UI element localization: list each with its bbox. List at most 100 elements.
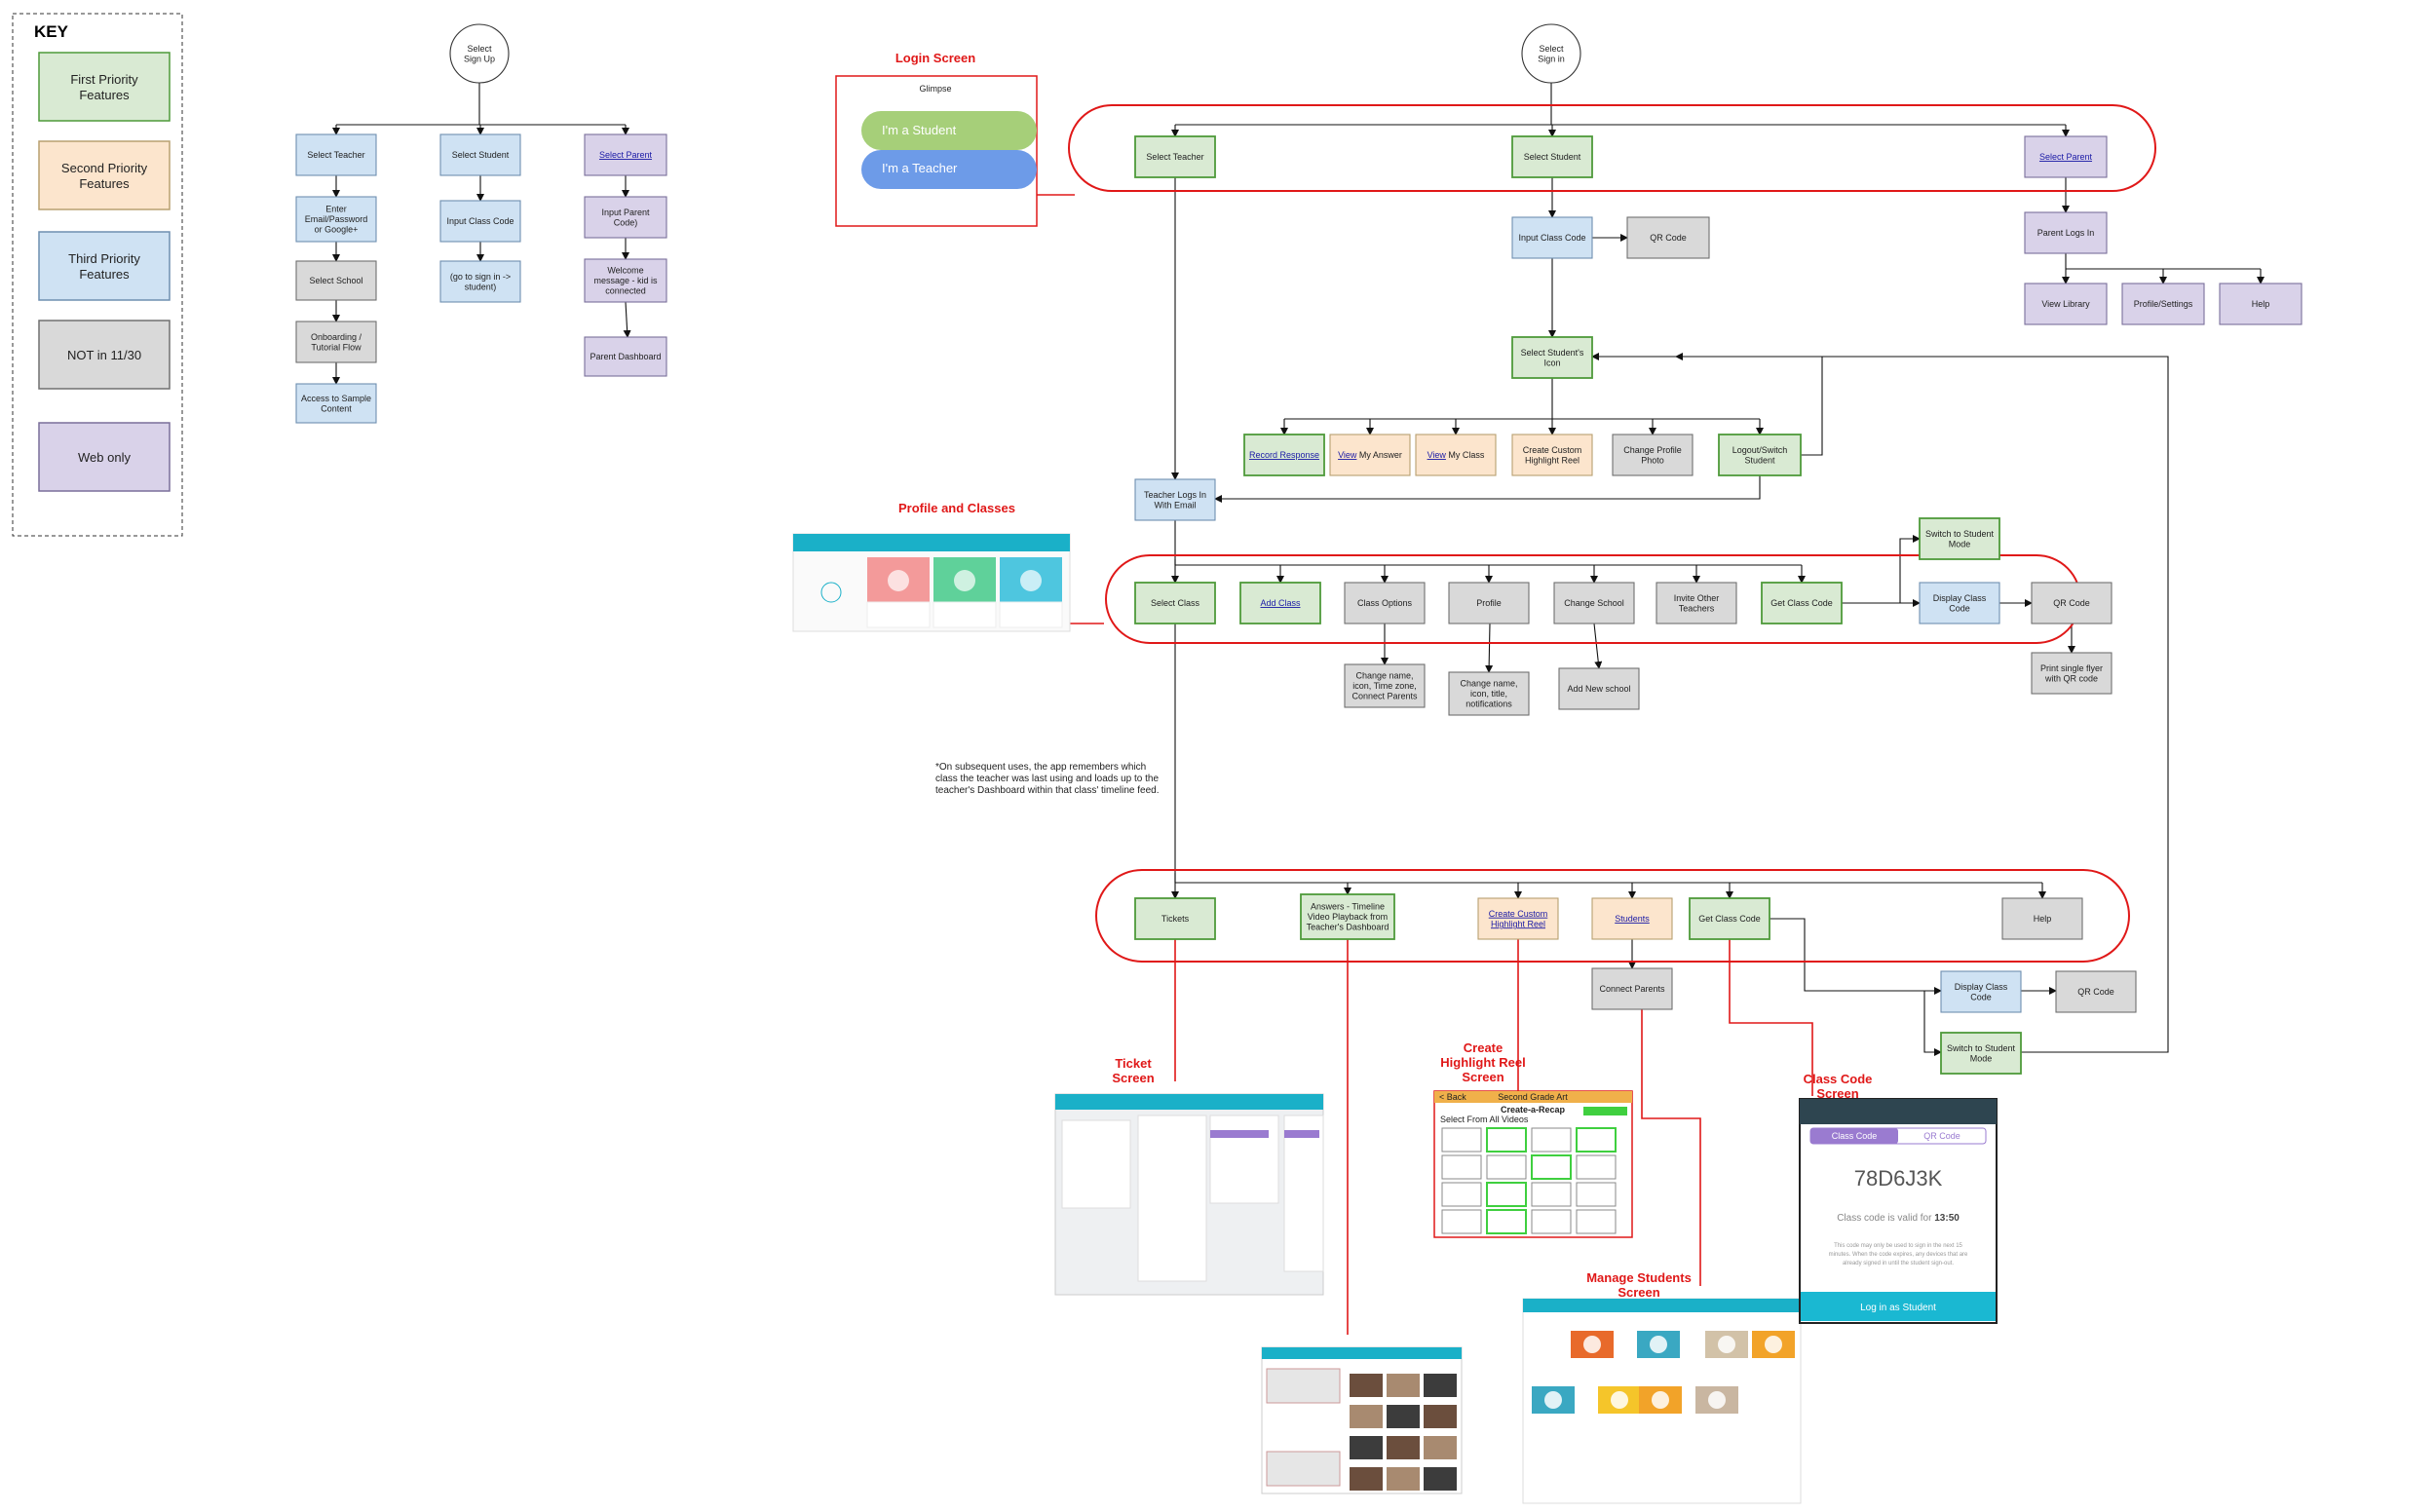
si-help[interactable]: Help	[2219, 283, 2303, 325]
si-select-parent[interactable]: Select Parent	[2024, 135, 2108, 178]
su-go-to-sign-in[interactable]: (go to sign in ->student)	[439, 260, 521, 303]
si-view-my-class[interactable]: View My Class	[1415, 434, 1497, 476]
su-parent-dashboard[interactable]: Parent Dashboard	[584, 336, 667, 377]
si-profile-settings-label: Profile/Settings	[2134, 299, 2193, 309]
si-input-class-code-label: Input Class Code	[1518, 233, 1585, 243]
teacher-logs-in-label: Teacher Logs In	[1144, 490, 1206, 500]
su-select-student[interactable]: Select Student	[439, 133, 521, 176]
add-class[interactable]: Add Class	[1239, 582, 1321, 624]
help-2[interactable]: Help	[2001, 897, 2083, 940]
get-class-code-1[interactable]: Get Class Code	[1761, 582, 1843, 624]
section-title-profile: Profile and Classes	[898, 501, 1015, 515]
teacher-logs-in-label: With Email	[1154, 500, 1196, 510]
si-parent-logs-in[interactable]: Parent Logs In	[2024, 211, 2108, 254]
su-input-parent-code-label: Input Parent	[601, 208, 650, 217]
profile[interactable]: Profile	[1448, 582, 1530, 624]
key-web-label: Web only	[78, 450, 131, 465]
ticket-screen-mock	[1054, 1093, 1324, 1296]
change-school[interactable]: Change School	[1553, 582, 1635, 624]
highlight-back[interactable]: < Back	[1439, 1092, 1466, 1102]
class-options[interactable]: Class Options	[1344, 582, 1426, 624]
answers-timeline-label: Teacher's Dashboard	[1307, 923, 1389, 932]
invite-other-teachers-label: Teachers	[1679, 603, 1715, 613]
students[interactable]: Students	[1591, 897, 1673, 940]
invite-other-teachers-label: Invite Other	[1674, 593, 1720, 603]
si-logout-switch-label: Logout/Switch	[1732, 445, 1788, 455]
su-onboarding[interactable]: Onboarding /Tutorial Flow	[295, 321, 377, 363]
key-third	[38, 231, 171, 301]
key-second-label: Features	[79, 176, 130, 191]
si-record-response[interactable]: Record Response	[1243, 434, 1325, 476]
change-name-icon[interactable]: Change name,icon, Time zone,Connect Pare…	[1344, 663, 1426, 708]
change-name-title[interactable]: Change name,icon, title,notifications	[1448, 671, 1530, 716]
si-view-my-class-label: View My Class	[1427, 450, 1485, 460]
key-web	[38, 422, 171, 492]
si-qr-code[interactable]: QR Code	[1626, 216, 1710, 259]
change-name-title-label: Change name,	[1460, 679, 1517, 689]
section-title-classcode: Screen	[1816, 1086, 1858, 1101]
add-new-school[interactable]: Add New school	[1558, 667, 1640, 710]
students-label: Students	[1615, 914, 1650, 924]
display-class-code-2-label: Display Class	[1955, 982, 2008, 992]
si-select-teacher[interactable]: Select Teacher	[1134, 135, 1216, 178]
connector-line-67	[1675, 353, 2169, 1053]
tickets[interactable]: Tickets	[1134, 897, 1216, 940]
su-input-class-code[interactable]: Input Class Code	[439, 200, 521, 243]
si-select-student[interactable]: Select Student	[1511, 135, 1593, 178]
connector-line-75	[1729, 939, 1813, 1096]
select-class[interactable]: Select Class	[1134, 582, 1216, 624]
si-input-class-code[interactable]: Input Class Code	[1511, 216, 1593, 259]
persistence-note: *On subsequent uses, the app remembers w…	[935, 762, 1146, 773]
section-oval-dashboard	[1095, 869, 2130, 963]
qr-code-3[interactable]: QR Code	[2055, 970, 2137, 1013]
connect-parents[interactable]: Connect Parents	[1591, 967, 1673, 1010]
qr-code-2[interactable]: QR Code	[2031, 582, 2112, 624]
su-input-parent-code-label: Code)	[614, 217, 638, 227]
su-select-parent[interactable]: Select Parent	[584, 133, 667, 176]
si-view-library[interactable]: View Library	[2024, 283, 2108, 325]
student-button[interactable]: I'm a Student	[882, 123, 957, 137]
key-first-label: Features	[79, 88, 130, 102]
get-class-code-2[interactable]: Get Class Code	[1689, 897, 1770, 940]
connector-line-49	[1899, 535, 1921, 603]
key-first-label: First Priority	[70, 72, 138, 87]
si-profile-settings[interactable]: Profile/Settings	[2121, 283, 2205, 325]
su-enter-email-label: Enter	[325, 205, 347, 214]
su-select-teacher[interactable]: Select Teacher	[295, 133, 377, 176]
qr-code-3-label: QR Code	[2077, 987, 2114, 997]
su-sample-content-label: Content	[321, 403, 352, 413]
su-select-school[interactable]: Select School	[295, 260, 377, 301]
si-view-my-answer[interactable]: View My Answer	[1329, 434, 1411, 476]
si-custom-highlight-label: Create Custom	[1523, 445, 1582, 455]
tickets-label: Tickets	[1161, 914, 1190, 924]
tab-class-code[interactable]: Class Code	[1832, 1131, 1878, 1141]
section-title-classcode: Class Code	[1804, 1072, 1873, 1086]
log-in-as-student-button[interactable]: Log in as Student	[1860, 1303, 1936, 1313]
teacher-button[interactable]: I'm a Teacher	[882, 161, 958, 175]
tab-qr-code[interactable]: QR Code	[1923, 1131, 1960, 1141]
si-view-library-label: View Library	[2041, 299, 2090, 309]
change-name-title-label: icon, title,	[1470, 689, 1507, 699]
si-change-profile-photo-label: Photo	[1641, 455, 1664, 465]
su-welcome-label: message - kid is	[593, 276, 658, 285]
